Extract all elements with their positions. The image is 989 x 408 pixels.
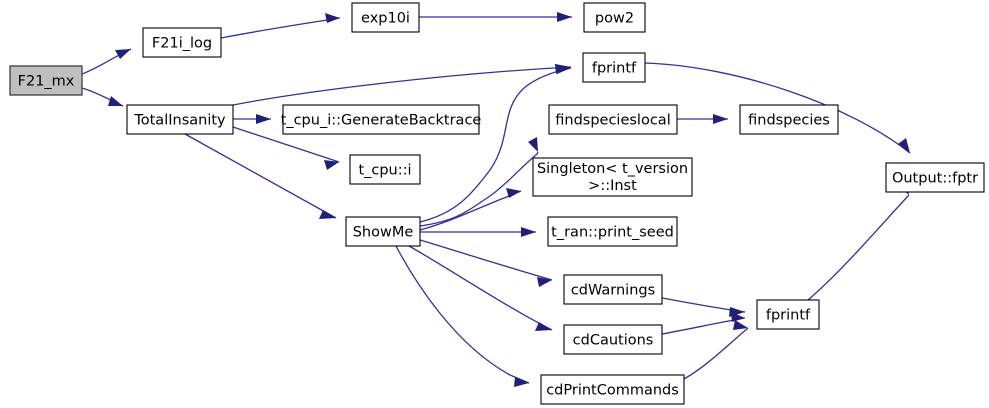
graph-node-ShowMe[interactable]: ShowMe — [345, 216, 421, 247]
edge-line — [644, 62, 911, 154]
node-box[interactable] — [582, 52, 646, 83]
node-box[interactable] — [351, 2, 420, 33]
arrowhead-icon — [521, 227, 536, 237]
edge-F21i_log-to-exp10i — [220, 13, 341, 39]
edge-TotalInsanity-to-t_cpu_i — [232, 126, 340, 170]
graph-node-fprintf_bot[interactable]: fprintf — [756, 299, 820, 330]
graph-node-pow2[interactable]: pow2 — [583, 2, 646, 33]
node-box[interactable] — [345, 216, 421, 247]
graph-node-findspecieslocal[interactable]: findspecieslocal — [548, 104, 678, 135]
arrowhead-icon — [108, 96, 123, 106]
graph-node-F21i_log[interactable]: F21i_log — [142, 27, 222, 58]
arrowhead-icon — [324, 160, 339, 170]
arrowhead-icon — [537, 277, 552, 287]
node-box[interactable] — [739, 104, 839, 135]
arrowhead-icon — [713, 114, 728, 124]
node-box[interactable] — [885, 162, 985, 193]
node-box[interactable] — [9, 65, 83, 96]
node-box[interactable] — [142, 27, 222, 58]
edge-TotalInsanity-to-fprintf_top — [232, 64, 572, 106]
node-box[interactable] — [563, 324, 663, 355]
node-box[interactable] — [540, 374, 685, 405]
edge-layer — [81, 12, 911, 387]
arrowhead-icon — [506, 188, 521, 198]
arrowhead-icon — [555, 64, 571, 74]
graph-node-print_seed[interactable]: t_ran::print_seed — [547, 216, 678, 247]
node-box[interactable] — [126, 104, 234, 135]
graph-node-cdWarnings[interactable]: cdWarnings — [563, 274, 663, 305]
graph-node-t_cpu_i[interactable]: t_cpu::i — [349, 154, 421, 185]
graph-node-exp10i[interactable]: exp10i — [351, 2, 420, 33]
graph-node-fprintf_top[interactable]: fprintf — [582, 52, 646, 83]
edge-line — [419, 239, 553, 281]
edge-ShowMe-to-cdWarnings — [419, 239, 553, 287]
graph-node-cdPrintCommands[interactable]: cdPrintCommands — [540, 374, 685, 405]
graph-node-Singleton[interactable]: Singleton< t_version>::Inst — [532, 157, 693, 197]
edge-TotalInsanity-to-GenerateBacktrace — [233, 114, 271, 124]
edge-F21_mx-to-F21i_log — [81, 48, 132, 75]
node-box[interactable] — [583, 2, 646, 33]
edge-line — [419, 190, 522, 231]
edge-ShowMe-to-cdPrintCommands — [395, 245, 530, 387]
arrowhead-icon — [898, 138, 910, 153]
arrowhead-icon — [535, 322, 552, 331]
arrowhead-icon — [514, 377, 529, 387]
arrowhead-icon — [319, 210, 336, 219]
node-box[interactable] — [349, 154, 421, 185]
graph-node-F21_mx[interactable]: F21_mx — [9, 65, 83, 96]
edge-line — [419, 151, 539, 227]
edge-line — [683, 327, 749, 380]
edge-fprintf_bot-to-Output_fptr — [807, 180, 910, 301]
arrowhead-icon — [115, 49, 131, 59]
edge-line — [232, 66, 572, 106]
edge-line — [395, 245, 530, 384]
edge-ShowMe-to-cdCautions — [408, 245, 553, 331]
edge-cdCautions-to-fprintf_bot — [661, 312, 746, 335]
edge-line — [419, 67, 572, 223]
node-box[interactable] — [563, 274, 663, 305]
arrowhead-icon — [256, 114, 271, 124]
node-box[interactable] — [282, 104, 480, 135]
edge-exp10i-to-pow2 — [419, 12, 572, 22]
node-box[interactable] — [548, 104, 678, 135]
graph-node-TotalInsanity[interactable]: TotalInsanity — [126, 104, 234, 135]
edge-fprintf_top-to-Output_fptr — [644, 62, 911, 154]
edge-line — [807, 194, 910, 301]
arrowhead-icon — [557, 12, 572, 22]
edge-line — [232, 126, 340, 163]
edge-ShowMe-to-fprintf_top — [419, 64, 572, 223]
edge-ShowMe-to-Singleton — [419, 188, 522, 231]
node-box[interactable] — [532, 157, 693, 197]
arrowhead-icon — [528, 137, 538, 152]
edge-line — [408, 245, 553, 331]
edge-TotalInsanity-to-ShowMe — [184, 133, 337, 219]
node-box[interactable] — [547, 216, 678, 247]
graph-node-Output_fptr[interactable]: Output::fptr — [885, 162, 985, 193]
edge-F21_mx-to-TotalInsanity — [81, 87, 124, 107]
graph-node-findspecies[interactable]: findspecies — [739, 104, 839, 135]
edge-findspecieslocal-to-findspecies — [677, 114, 728, 124]
edge-ShowMe-to-findspecieslocal — [419, 137, 539, 227]
edge-ShowMe-to-print_seed — [420, 227, 536, 237]
edge-line — [184, 133, 337, 219]
graph-node-GenerateBacktrace[interactable]: t_cpu_i::GenerateBacktrace — [281, 104, 482, 135]
edge-cdPrintCommands-to-fprintf_bot — [683, 320, 749, 380]
node-box[interactable] — [756, 299, 820, 330]
arrowhead-icon — [733, 320, 748, 330]
arrowhead-icon — [325, 13, 340, 23]
graph-node-cdCautions[interactable]: cdCautions — [563, 324, 663, 355]
edge-line — [220, 17, 341, 39]
arrowhead-icon — [731, 312, 745, 322]
